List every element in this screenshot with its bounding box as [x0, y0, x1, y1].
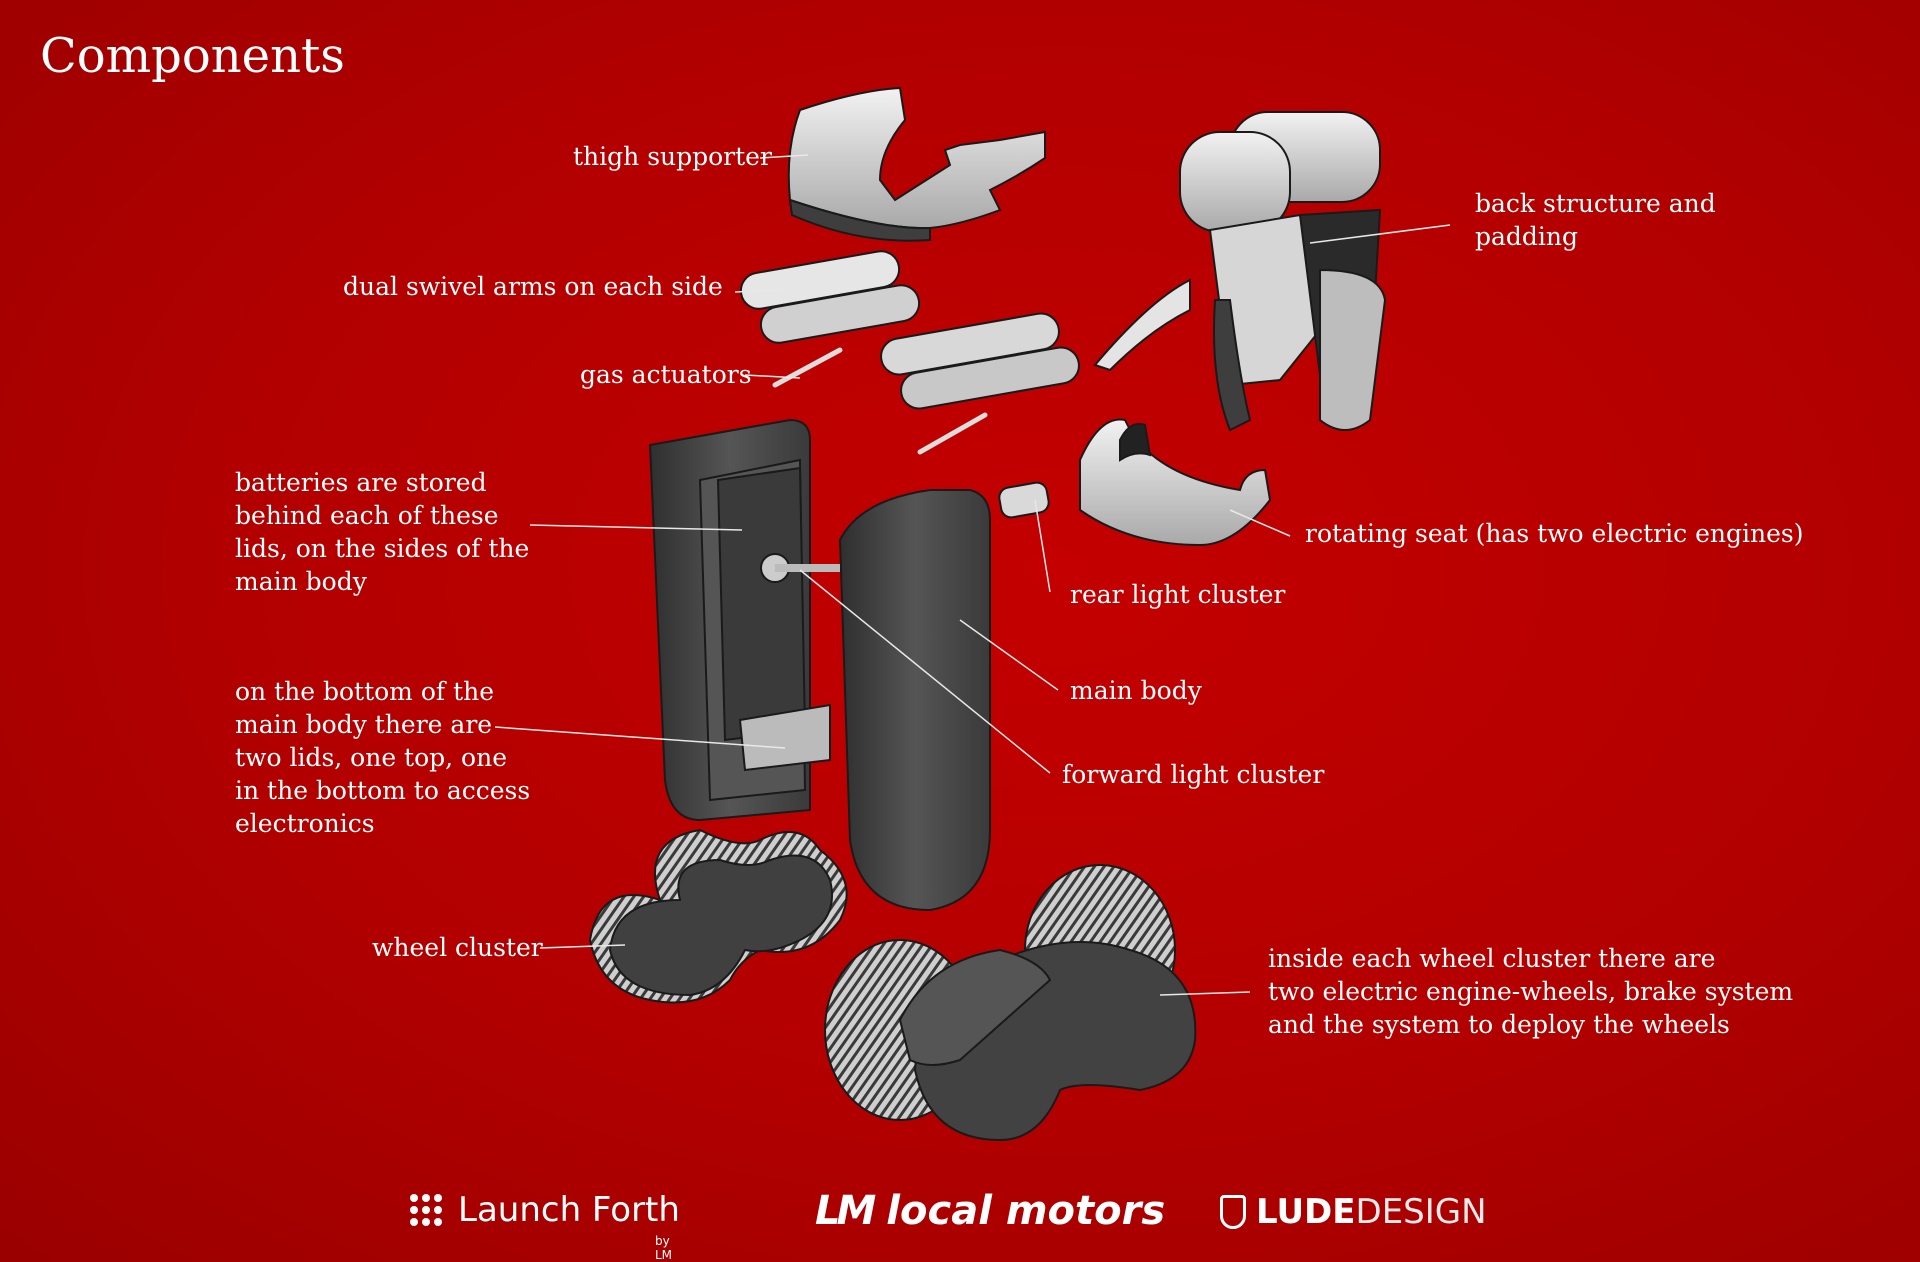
- label-bottom-lids: on the bottom of the main body there are…: [235, 677, 531, 838]
- label-wheel-cluster: wheel cluster: [372, 933, 543, 962]
- leader-lines: [494, 154, 1451, 996]
- label-wheel-inside: inside each wheel cluster there are two …: [1268, 944, 1794, 1039]
- page-title: Components: [40, 28, 345, 84]
- back-structure-part: [1093, 111, 1387, 432]
- main-body-part: [648, 418, 991, 912]
- label-forward-light: forward light cluster: [1062, 760, 1325, 789]
- label-back-structure: back structure and padding: [1475, 189, 1716, 251]
- lude-design-logo: LUDEDESIGN: [1220, 1192, 1487, 1232]
- gas-actuators-part: [772, 347, 988, 455]
- rear-light-part: [998, 481, 1050, 519]
- launch-forth-dots-icon: [410, 1194, 442, 1226]
- wheel-cluster-right-part: [824, 864, 1197, 1142]
- label-thigh-supporter: thigh supporter: [573, 142, 772, 171]
- rotating-seat-part: [1079, 418, 1272, 547]
- label-gas-actuators: gas actuators: [580, 360, 752, 389]
- label-batteries: batteries are stored behind each of thes…: [235, 468, 530, 596]
- shield-icon: [1220, 1195, 1246, 1229]
- thigh-supporter-part: [787, 86, 1046, 242]
- label-rear-light: rear light cluster: [1070, 580, 1286, 609]
- launch-forth-logo: Launch Forth by LM: [410, 1190, 680, 1262]
- local-motors-logo: LM local motors: [815, 1188, 1166, 1234]
- wheel-cluster-left-part: [588, 828, 848, 1004]
- label-main-body: main body: [1070, 676, 1202, 705]
- swivel-arms-part: [739, 250, 1080, 410]
- label-rotating-seat: rotating seat (has two electric engines): [1305, 519, 1804, 548]
- label-swivel-arms: dual swivel arms on each side: [343, 272, 723, 301]
